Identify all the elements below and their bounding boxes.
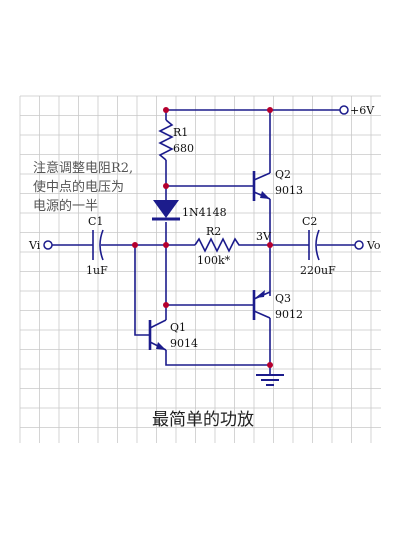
wires — [52, 109, 355, 375]
input-label: Vi — [28, 239, 41, 252]
c1-value: 1uF — [86, 264, 108, 277]
q3-ref: Q3 — [275, 292, 291, 305]
d1-value: 1N4148 — [182, 206, 227, 219]
transistor-q2 — [252, 171, 271, 201]
junction-nodes — [132, 107, 273, 368]
diagram-title: 最简单的功放 — [152, 410, 254, 430]
r1-value: 680 — [173, 142, 194, 155]
c2-ref: C2 — [302, 215, 317, 228]
diode-d1 — [152, 200, 180, 221]
q1-value: 9014 — [170, 337, 198, 350]
r2-value: 100k* — [197, 254, 231, 267]
supply-label: +6V — [350, 104, 375, 117]
q1-ref: Q1 — [170, 321, 186, 334]
q3-value: 9012 — [275, 308, 303, 321]
transistor-q3 — [252, 290, 271, 320]
wire-q1-base — [134, 245, 150, 336]
q2-value: 9013 — [275, 184, 303, 197]
capacitor-c2 — [308, 229, 320, 261]
terminal-output — [354, 240, 364, 250]
q2-ref: Q2 — [275, 168, 291, 181]
output-label: Vo — [366, 239, 381, 252]
terminal-supply — [339, 105, 349, 115]
ground-symbol — [256, 374, 284, 386]
c1-ref: C1 — [88, 215, 103, 228]
resistor-r1 — [158, 119, 174, 161]
capacitor-c1 — [92, 229, 104, 261]
transistor-q1 — [148, 319, 167, 351]
midpoint-label: 3V — [256, 230, 272, 243]
wire-q1-emitter — [165, 350, 270, 366]
r1-ref: R1 — [173, 126, 188, 139]
c2-value: 220uF — [300, 264, 336, 277]
r2-ref: R2 — [206, 225, 221, 238]
note-line-2: 使中点的电压为 — [33, 179, 124, 195]
terminal-input — [43, 240, 53, 250]
resistor-r2 — [194, 237, 243, 253]
note-line-1: 注意调整电阻R2, — [33, 160, 133, 176]
note-line-3: 电源的一半 — [33, 198, 98, 214]
